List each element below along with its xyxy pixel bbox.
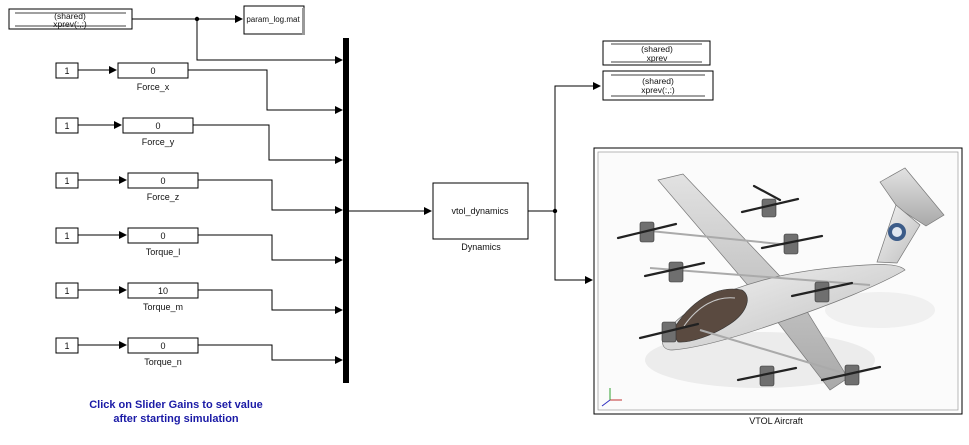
constant-value: 1	[64, 231, 69, 241]
branch-point	[194, 16, 200, 22]
slider-gain-value: 0	[150, 66, 155, 76]
vtol-block-label: VTOL Aircraft	[749, 416, 803, 426]
to-file-block[interactable]: param_log.mat	[243, 5, 305, 35]
mux-block[interactable]	[343, 38, 349, 383]
slider-gain-value: 0	[155, 121, 160, 131]
shared-input-wires	[132, 15, 343, 64]
shared-output-block-b[interactable]: (shared) xprev(:,:)	[602, 70, 714, 101]
channel-row-torque-m: 1 10 Torque_m	[55, 282, 343, 314]
constant-value: 1	[64, 341, 69, 351]
vtol-visualization-block[interactable]	[593, 147, 963, 415]
shared-output-a-line2: xprev	[647, 53, 669, 63]
shared-input-line2: xprev(:,:)	[53, 19, 87, 29]
shared-output-block-a[interactable]: (shared) xprev	[602, 40, 711, 66]
dynamics-label: Dynamics	[461, 242, 501, 252]
slider-gain-value: 0	[160, 231, 165, 241]
shared-input-line1: (shared)	[54, 11, 86, 21]
channel-row-force-z: 1 0 Force_z	[55, 172, 343, 214]
dynamics-block[interactable]: vtol_dynamics	[432, 182, 529, 240]
slider-gain-value: 0	[160, 176, 165, 186]
branch-point	[552, 208, 558, 214]
slider-gain-label: Torque_l	[146, 247, 181, 257]
instruction-note-line2: after starting simulation	[113, 413, 239, 425]
slider-gain-label: Torque_m	[143, 302, 183, 312]
shared-output-b-line1: (shared)	[642, 76, 674, 86]
slider-gain-value: 10	[158, 286, 168, 296]
slider-gain-label: Force_x	[137, 82, 170, 92]
slider-gain-value: 0	[160, 341, 165, 351]
dynamics-output-wires	[528, 82, 601, 284]
constant-value: 1	[64, 66, 69, 76]
dynamics-block-text: vtol_dynamics	[451, 206, 509, 216]
constant-value: 1	[64, 121, 69, 131]
constant-value: 1	[64, 176, 69, 186]
channel-row-torque-n: 1 0 Torque_n	[55, 337, 343, 367]
slider-gain-label: Torque_n	[144, 357, 182, 367]
channel-row-torque-l: 1 0 Torque_l	[55, 227, 343, 264]
vtol-aircraft-illustration	[601, 167, 945, 407]
shared-output-a-line1: (shared)	[641, 44, 673, 54]
channel-row-force-y: 1 0 Force_y	[55, 117, 343, 164]
shared-output-b-line2: xprev(:,:)	[641, 85, 675, 95]
instruction-note-line1: Click on Slider Gains to set value	[89, 399, 263, 411]
shared-input-block[interactable]: (shared) xprev(:,:)	[8, 8, 133, 30]
slider-gain-label: Force_y	[142, 137, 175, 147]
slider-gain-label: Force_z	[147, 192, 180, 202]
constant-value: 1	[64, 286, 69, 296]
channel-row-force-x: 1 0 Force_x	[55, 62, 343, 114]
to-file-label: param_log.mat	[246, 15, 300, 24]
